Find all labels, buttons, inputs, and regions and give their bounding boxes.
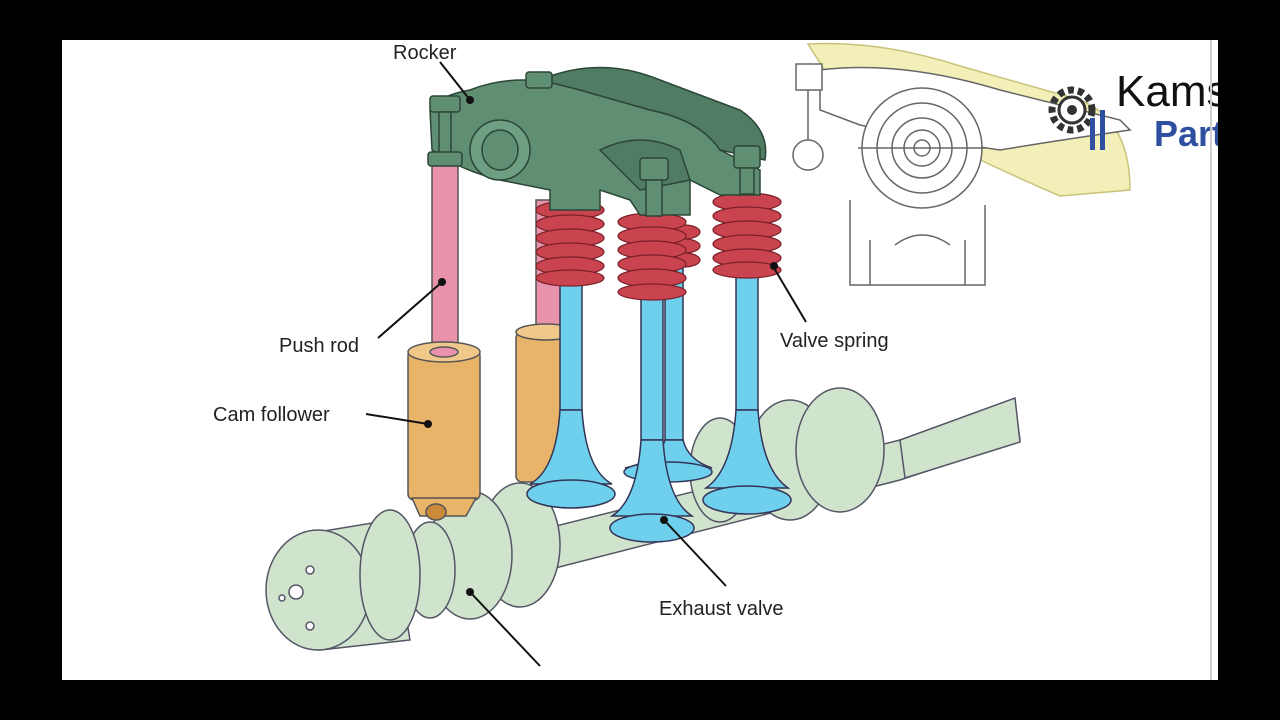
camshaft-leader xyxy=(469,591,541,667)
intake-valve-right xyxy=(702,259,792,515)
rocker-label: Rocker xyxy=(393,42,457,64)
exhaust-valve-leader xyxy=(663,519,727,587)
kamsi-parts-logo: Kamsi Parts xyxy=(1048,67,1218,154)
logo-word-kamsi: Kamsi xyxy=(1116,67,1218,116)
logo-word-parts: Parts xyxy=(1154,113,1218,154)
diagram-panel: Rocker Push rod Cam follower Valve sprin… xyxy=(62,40,1218,680)
leader-dots xyxy=(424,96,778,596)
cam-follower-leader xyxy=(365,413,429,425)
rocker-assembly xyxy=(427,66,767,217)
exhaust-valve xyxy=(609,289,695,543)
exhaust-valve-label: Exhaust valve xyxy=(659,598,784,620)
valve-spring-left xyxy=(535,200,605,287)
valve-train-diagram: Rocker Push rod Cam follower Valve sprin… xyxy=(213,42,1218,667)
valve-spring-center xyxy=(617,212,687,301)
push-rod xyxy=(431,164,459,366)
cam-follower xyxy=(407,341,481,521)
gear-icon xyxy=(1048,86,1096,134)
valve-spring-label: Valve spring xyxy=(780,330,889,352)
cam-follower-label: Cam follower xyxy=(213,404,330,426)
intake-valve-left xyxy=(526,259,616,509)
valve-spring-leader xyxy=(773,267,807,323)
push-rod-label: Push rod xyxy=(279,335,359,357)
leader-lines xyxy=(365,61,807,667)
push-rod-leader xyxy=(377,281,443,339)
rocker-cross-section-inset xyxy=(792,42,1132,286)
rocker-leader xyxy=(439,61,471,101)
